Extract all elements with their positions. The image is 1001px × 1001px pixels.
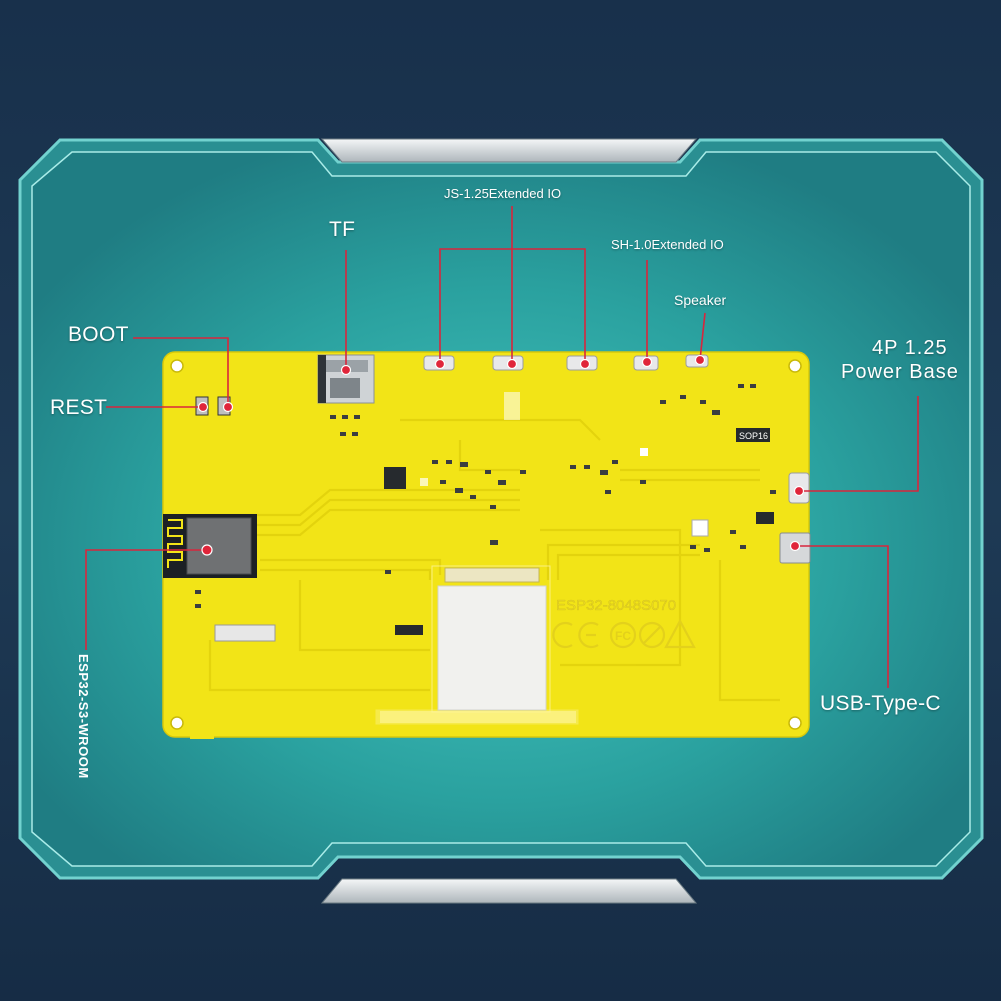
callout-lines: [85, 206, 919, 688]
boot-line: [133, 337, 229, 407]
esp32-module: [163, 514, 257, 578]
speaker-line: [699, 312, 706, 361]
top-slot: [320, 138, 698, 163]
ce-mark-c: [552, 621, 573, 649]
power-line: [799, 396, 919, 492]
js-io-line-bracket: [439, 248, 586, 364]
sh-io-label: SH-1.0Extended IO: [611, 237, 724, 252]
module-label: ESP32-S3-WROOM: [76, 654, 91, 779]
rest-label: REST: [50, 396, 108, 419]
chip-marking: SOP16: [739, 431, 768, 441]
callout-dots: [197, 354, 805, 556]
sd-card-slot-icon: [317, 354, 375, 404]
tf-label: TF: [329, 218, 356, 241]
power-label-line2: Power Base: [841, 361, 959, 383]
display-connector-pad: [437, 585, 547, 711]
bottom-slot: [320, 878, 698, 904]
wifi-module-icon: [167, 519, 183, 568]
ce-mark-e: [578, 621, 599, 649]
cert-fc-mark: FC: [615, 629, 631, 643]
certification-marks: [552, 618, 696, 649]
power-label-line1: 4P 1.25: [872, 337, 948, 359]
js-io-label: JS-1.25Extended IO: [444, 186, 562, 201]
module-line: [85, 549, 207, 650]
pcb-board: ESP32-8048S070 SOP16 FC: [162, 351, 811, 739]
usb-line: [795, 545, 889, 688]
board-model-silkscreen: ESP32-8048S070: [556, 597, 676, 614]
usb-label: USB-Type-C: [820, 692, 941, 715]
boot-label: BOOT: [68, 323, 129, 346]
speaker-label: Speaker: [674, 292, 727, 308]
